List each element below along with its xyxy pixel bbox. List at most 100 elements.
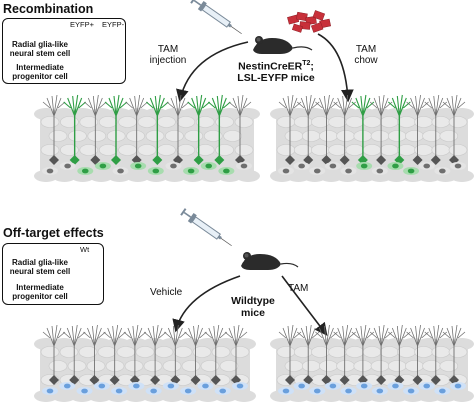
arrow-icon: [176, 41, 249, 103]
tissue-cell: [223, 130, 242, 142]
rgl-cell-eyfp-positive: [104, 94, 128, 165]
tissue-cell: [154, 346, 174, 358]
tissue-bottom-left: [34, 324, 256, 402]
legend-ipc-label: Intermediate progenitor cell: [12, 63, 68, 82]
ipc-cell: [111, 387, 128, 395]
tissue-cell: [234, 116, 254, 128]
tissue-cell: [124, 360, 144, 372]
panel-title-recombination: Recombination: [3, 2, 94, 16]
ipc-cell: [112, 167, 129, 175]
tissue-cell: [176, 116, 196, 128]
legend-rgl-label: Radial glia-like neural stem cell: [9, 40, 71, 59]
ipc-cell-eyfp-positive: [77, 167, 94, 175]
rgl-cell: [406, 94, 429, 165]
rgl-cell: [42, 324, 66, 385]
tissue-cell: [116, 346, 136, 358]
tissue-cell: [118, 116, 137, 128]
ipc-cell: [434, 387, 451, 395]
tissue-cell: [215, 116, 234, 128]
tissue-cell: [301, 130, 321, 142]
tissue-cell: [79, 116, 99, 128]
legend-box-bottom: [2, 243, 104, 305]
tissue-cell: [345, 116, 365, 128]
rgl-cell: [442, 94, 466, 165]
rgl-cell: [296, 94, 320, 165]
ipc-cell: [418, 382, 435, 390]
tissue-cell: [379, 116, 399, 128]
ipc-cell: [356, 382, 373, 390]
tissue-cell: [195, 144, 215, 156]
ipc-cell-eyfp-positive: [200, 162, 217, 170]
tissue-cell: [192, 346, 212, 358]
ipc-cell: [236, 162, 252, 170]
tissue-cell: [345, 144, 365, 156]
ipc-cell: [232, 382, 248, 390]
tissue-cell: [276, 144, 296, 156]
tissue-cell: [48, 130, 68, 142]
tissue-cell: [328, 116, 347, 128]
tissue-cell: [328, 346, 347, 358]
tissue-cell: [219, 360, 239, 372]
ipc-cell-eyfp-positive: [356, 162, 373, 170]
arrow-icon: [281, 275, 328, 336]
tissue-cell: [157, 144, 176, 156]
ipc-cell: [324, 162, 341, 170]
ipc-cell: [309, 167, 326, 175]
tissue-cell: [301, 360, 321, 372]
tissue-bottom-right: [270, 324, 474, 402]
tissue-cell: [439, 360, 459, 372]
tissue-cell: [362, 144, 382, 156]
rgl-cell: [333, 324, 356, 385]
panel-title-off-target: Off-target effects: [3, 226, 104, 240]
mouse-strain-label: NestinCreERT2; LSL-EYFP mice: [218, 60, 334, 85]
ipc-cell: [42, 167, 58, 175]
tissue-cell: [145, 130, 165, 142]
ipc-cell: [128, 382, 145, 390]
ipc-cell: [165, 162, 182, 170]
chow-pellets-icon: [287, 10, 332, 33]
tissue-cell: [126, 130, 145, 142]
rgl-cell: [333, 94, 356, 165]
tissue-cell: [143, 360, 163, 372]
rgl-cell: [224, 324, 248, 385]
rgl-cell: [204, 324, 228, 385]
tissue-cell: [87, 130, 107, 142]
legend-header-positive: EYFP+: [70, 20, 94, 29]
tissue-cell: [379, 144, 399, 156]
tissue-cell: [336, 130, 355, 142]
tissue-cell: [230, 346, 250, 358]
mouse-icon: [241, 252, 299, 270]
ipc-cell: [278, 167, 294, 175]
tissue-cell: [362, 346, 382, 358]
ipc-cell-eyfp-positive: [147, 167, 164, 175]
ipc-cell: [93, 382, 110, 390]
ipc-cell: [450, 382, 466, 390]
tissue-cell: [118, 144, 137, 156]
rgl-cell: [278, 324, 302, 385]
tissue-cell: [293, 116, 313, 128]
mouse-strain-line2: LSL-EYFP mice: [237, 72, 315, 85]
tissue-cell: [397, 346, 416, 358]
tissue-cell: [234, 144, 254, 156]
tissue-cell: [439, 130, 459, 142]
ipc-cell: [59, 382, 76, 390]
ipc-cell: [293, 382, 310, 390]
ipc-cell: [293, 162, 310, 170]
legend-box-top: [2, 18, 126, 84]
rgl-cell: [103, 324, 126, 385]
tissue-cell: [40, 116, 60, 128]
rgl-cell: [315, 324, 338, 385]
tissue-cell: [195, 116, 215, 128]
tissue-cell: [211, 346, 231, 358]
tissue-cell: [448, 346, 468, 358]
tissue-cell: [79, 144, 99, 156]
tissue-cell: [397, 144, 416, 156]
tissue-cell: [379, 346, 399, 358]
arrow-icon: [172, 275, 241, 333]
ipc-cell: [214, 387, 231, 395]
tissue-cell: [431, 116, 451, 128]
tissue-cell: [284, 130, 304, 142]
tissue-cell: [397, 116, 416, 128]
rgl-cell: [424, 94, 448, 165]
